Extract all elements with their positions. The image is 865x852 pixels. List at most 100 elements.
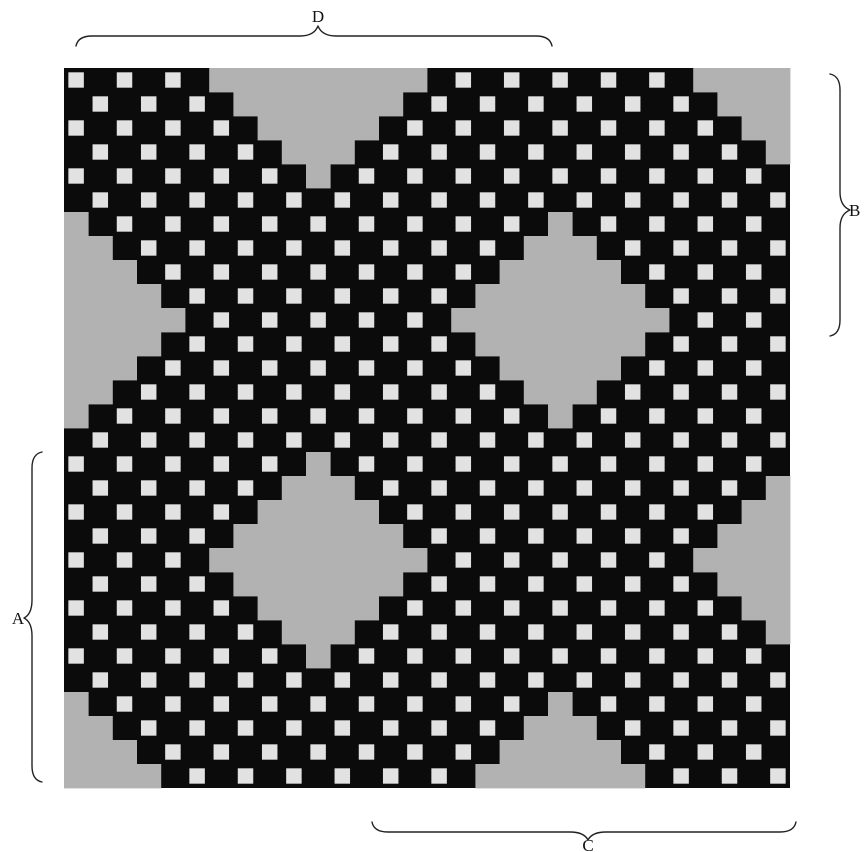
weave-check-cell — [383, 720, 398, 735]
weave-block-cell — [500, 332, 525, 356]
weave-check-cell — [238, 240, 253, 255]
weave-block-cell — [742, 500, 767, 524]
weave-check-cell — [770, 432, 785, 447]
weave-check-cell — [456, 120, 471, 135]
weave-check-cell — [383, 288, 398, 303]
weave-check-cell — [722, 624, 737, 639]
weave-check-cell — [68, 504, 83, 519]
weave-check-cell — [359, 216, 374, 231]
weave-block-cell — [693, 548, 718, 572]
brace-d-line — [76, 26, 552, 46]
weave-block-cell — [306, 572, 331, 596]
weave-check-cell — [407, 696, 422, 711]
weave-block-cell — [88, 380, 113, 404]
weave-block-cell — [282, 620, 307, 644]
weave-check-cell — [528, 672, 543, 687]
weave-check-cell — [625, 720, 640, 735]
weave-check-cell — [456, 168, 471, 183]
weave-block-cell — [742, 524, 767, 548]
weave-block-cell — [379, 68, 404, 92]
weave-check-cell — [238, 144, 253, 159]
weave-block-cell — [282, 596, 307, 620]
weave-check-cell — [189, 672, 204, 687]
weave-block-cell — [645, 308, 670, 332]
weave-check-cell — [407, 264, 422, 279]
weave-check-cell — [649, 456, 664, 471]
weave-check-cell — [770, 192, 785, 207]
weave-check-cell — [456, 744, 471, 759]
weave-block-cell — [524, 260, 549, 284]
weave-check-cell — [431, 192, 446, 207]
weave-block-cell — [258, 500, 283, 524]
weave-block-cell — [88, 308, 113, 332]
weave-block-cell — [330, 620, 355, 644]
weave-block-cell — [621, 284, 646, 308]
weave-block-cell — [548, 692, 573, 716]
weave-check-cell — [189, 720, 204, 735]
weave-check-cell — [238, 672, 253, 687]
weave-check-cell — [722, 768, 737, 783]
weave-check-cell — [141, 576, 156, 591]
weave-check-cell — [456, 360, 471, 375]
weave-check-cell — [407, 216, 422, 231]
weave-check-cell — [68, 72, 83, 87]
weave-check-cell — [480, 432, 495, 447]
weave-block-cell — [258, 572, 283, 596]
weave-block-cell — [572, 380, 597, 404]
weave-check-cell — [552, 504, 567, 519]
weave-check-cell — [93, 192, 108, 207]
weave-check-cell — [552, 168, 567, 183]
weave-check-cell — [189, 240, 204, 255]
weave-check-cell — [577, 576, 592, 591]
weave-check-cell — [286, 432, 301, 447]
weave-check-cell — [117, 216, 132, 231]
weave-block-cell — [766, 548, 791, 572]
weave-check-cell — [165, 168, 180, 183]
weave-check-cell — [504, 648, 519, 663]
weave-check-cell — [383, 144, 398, 159]
weave-block-cell — [306, 164, 331, 188]
weave-check-cell — [528, 480, 543, 495]
weave-block-cell — [548, 356, 573, 380]
weave-block-cell — [282, 572, 307, 596]
weave-check-cell — [214, 504, 229, 519]
weave-check-cell — [189, 336, 204, 351]
brace-b-label: B — [849, 201, 860, 220]
weave-check-cell — [335, 240, 350, 255]
weave-check-cell — [698, 264, 713, 279]
weave-check-cell — [431, 384, 446, 399]
checkerboard-weave-pattern — [64, 68, 790, 788]
weave-check-cell — [310, 360, 325, 375]
weave-check-cell — [238, 384, 253, 399]
weave-check-cell — [286, 192, 301, 207]
weave-block-cell — [282, 548, 307, 572]
weave-check-cell — [770, 240, 785, 255]
weave-check-cell — [93, 624, 108, 639]
weave-block-cell — [572, 740, 597, 764]
weave-check-cell — [431, 96, 446, 111]
weave-check-cell — [577, 672, 592, 687]
weave-block-cell — [572, 716, 597, 740]
weave-check-cell — [359, 696, 374, 711]
weave-check-cell — [601, 696, 616, 711]
weave-check-cell — [359, 312, 374, 327]
weave-block-cell — [112, 308, 137, 332]
weave-check-cell — [189, 288, 204, 303]
weave-block-cell — [766, 596, 791, 620]
weave-check-cell — [528, 528, 543, 543]
weave-check-cell — [383, 480, 398, 495]
weave-check-cell — [68, 648, 83, 663]
weave-check-cell — [698, 504, 713, 519]
weave-block-cell — [766, 620, 791, 644]
weave-check-cell — [359, 408, 374, 423]
weave-block-cell — [742, 596, 767, 620]
weave-check-cell — [456, 264, 471, 279]
weave-block-cell — [233, 524, 258, 548]
weave-block-cell — [379, 92, 404, 116]
weave-block-cell — [64, 380, 89, 404]
weave-block-cell — [354, 524, 379, 548]
weave-block-cell — [548, 308, 573, 332]
weave-check-cell — [165, 600, 180, 615]
weave-check-cell — [68, 168, 83, 183]
weave-check-cell — [407, 456, 422, 471]
